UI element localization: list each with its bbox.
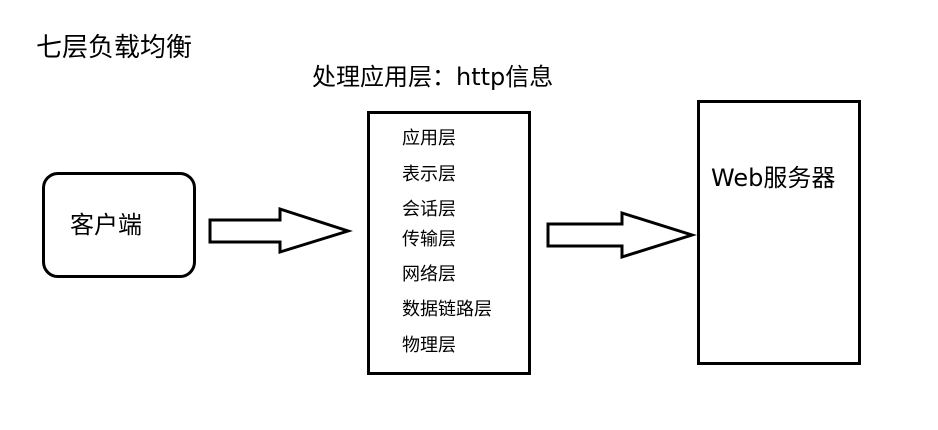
layer-presentation: 表示层 bbox=[402, 164, 456, 185]
layer-application: 应用层 bbox=[402, 128, 456, 149]
web-server-node bbox=[697, 100, 861, 365]
arrow-client-to-proxy bbox=[208, 206, 353, 255]
client-label: 客户端 bbox=[70, 211, 142, 239]
layer-network: 网络层 bbox=[402, 264, 456, 285]
web-server-label: Web服务器 bbox=[711, 164, 836, 192]
diagram-title: 七层负载均衡 bbox=[36, 33, 193, 63]
client-node bbox=[42, 172, 196, 278]
load-balancer-node bbox=[367, 111, 531, 375]
layer-data-link: 数据链路层 bbox=[402, 299, 492, 320]
arrow-proxy-to-server bbox=[546, 210, 698, 260]
proxy-caption: 处理应用层：http信息 bbox=[312, 63, 554, 91]
layer-transport: 传输层 bbox=[402, 229, 456, 250]
layer-physical: 物理层 bbox=[402, 335, 456, 356]
layer-session: 会话层 bbox=[402, 199, 456, 220]
